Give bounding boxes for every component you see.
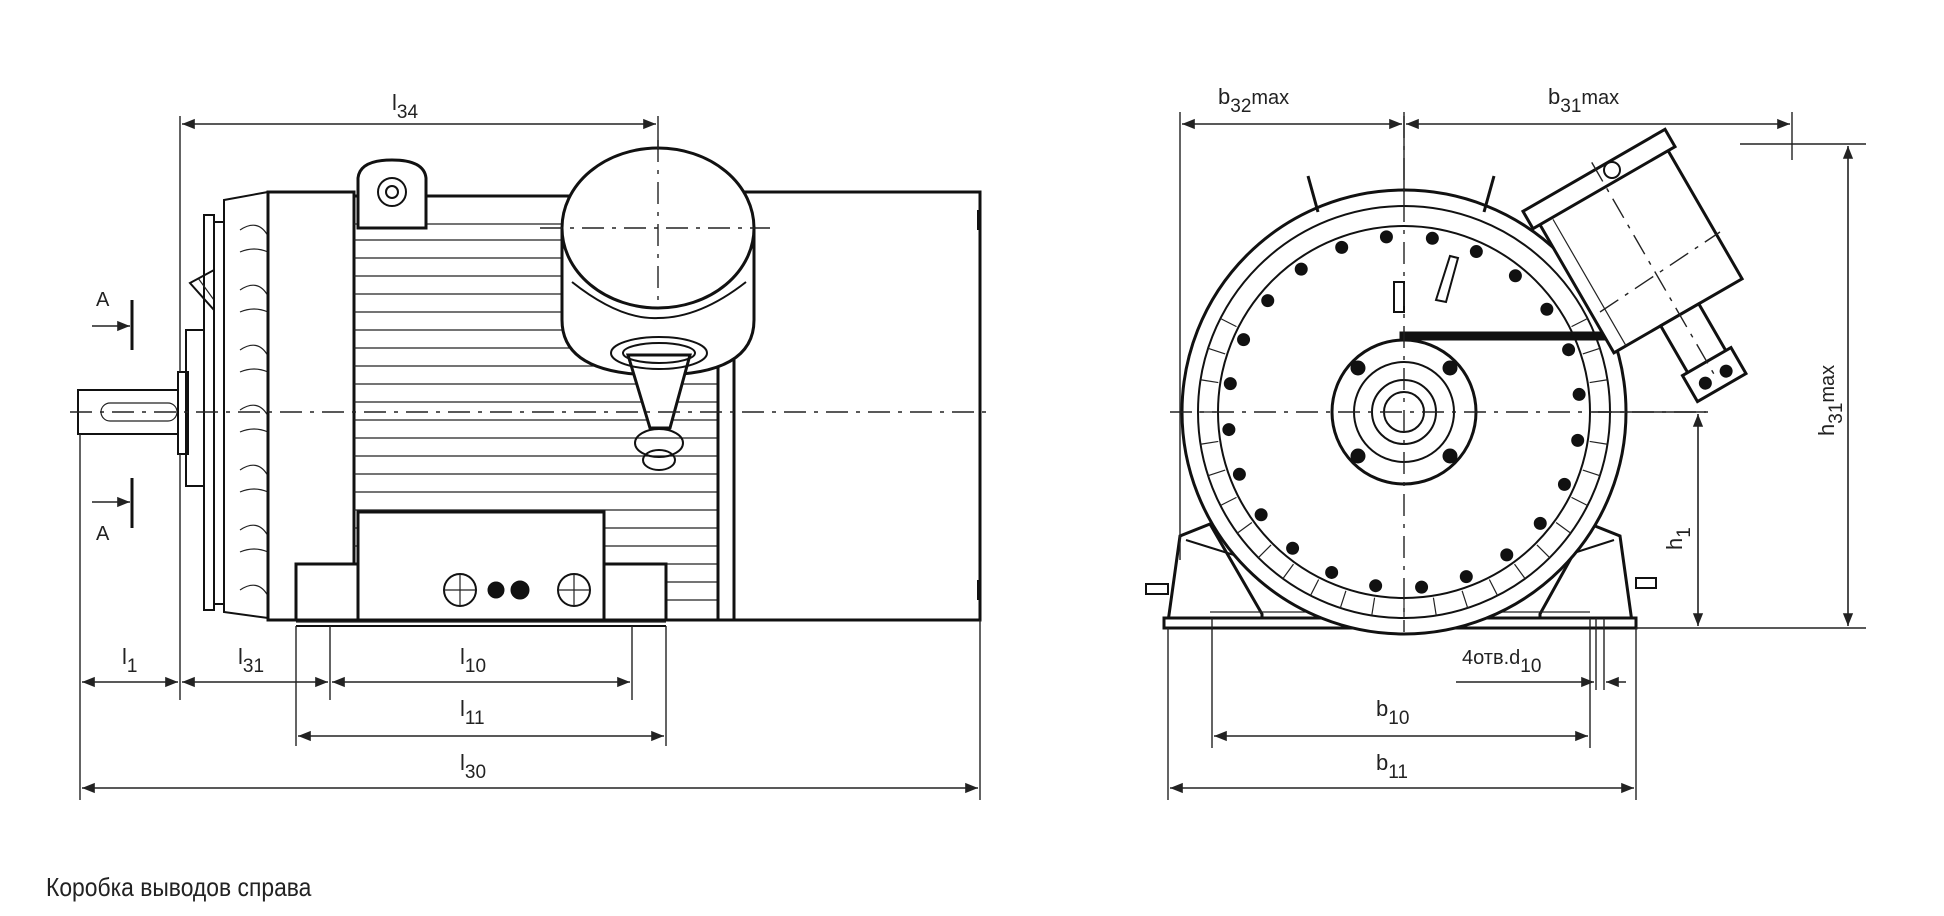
frame-bolt	[1223, 377, 1237, 391]
label-h1: h1	[1662, 527, 1695, 550]
section-a-bottom-label: A	[96, 523, 110, 545]
frame-fin	[1536, 544, 1551, 559]
rear-housing	[732, 190, 982, 622]
frame-bolt	[1469, 245, 1483, 259]
frame-fin	[1589, 379, 1608, 384]
label-b31: b31max	[1548, 84, 1619, 117]
frame-bolt	[1286, 541, 1300, 555]
frame-bolt	[1379, 230, 1393, 244]
lifting-eye	[356, 158, 428, 230]
frame-bolt	[1540, 302, 1554, 316]
label-l10: l10	[460, 644, 486, 677]
frame-fin	[1571, 496, 1588, 507]
frame-fin	[1220, 317, 1237, 328]
frame-bolt	[1294, 262, 1308, 276]
label-d10: 4отв.d10	[1462, 647, 1541, 677]
frame-fin	[1309, 579, 1320, 596]
label-l1: l1	[122, 644, 137, 677]
frame-bolt	[1459, 570, 1473, 584]
frame-bolt	[1232, 467, 1246, 481]
frame-fin	[1461, 590, 1469, 609]
frame-bolt	[1415, 580, 1429, 594]
frame-bolt	[1237, 333, 1251, 347]
label-h31: h31max	[1814, 365, 1847, 436]
frame-fin	[1589, 440, 1608, 445]
label-l34: l34	[392, 90, 418, 123]
frame-fin	[1207, 469, 1226, 477]
frame-fin	[1220, 496, 1237, 507]
section-a-top-label: A	[96, 289, 110, 311]
frame-fin	[1488, 579, 1499, 596]
frame-fin	[1582, 347, 1601, 355]
frame-bolt	[1369, 579, 1383, 593]
frame-bolt	[1508, 269, 1522, 283]
label-l11: l11	[460, 696, 485, 729]
frame-fin	[1200, 379, 1219, 384]
frame-bolt	[1325, 565, 1339, 579]
label-l30: l30	[460, 750, 486, 783]
frame-fin	[1571, 317, 1588, 328]
frame-fin	[1257, 544, 1272, 559]
caption: Коробка выводов справа	[46, 872, 312, 902]
frame-fin	[1555, 522, 1572, 534]
terminal-box-side	[560, 146, 756, 471]
frame-bolt	[1562, 343, 1576, 357]
frame-fin	[1432, 597, 1437, 616]
frame-fin	[1371, 597, 1376, 616]
frame-bolt	[1572, 387, 1586, 401]
front-view: b32max b31max h31max h1 4отв.d10 b10 b11	[1145, 84, 1866, 800]
frame-fin	[1339, 590, 1347, 609]
label-b32: b32max	[1218, 84, 1289, 117]
frame-fin	[1236, 522, 1253, 534]
frame-bolt	[1533, 516, 1547, 530]
side-view: A A l34 l1 l31 l10 l11 l30	[70, 90, 990, 800]
label-b11: b11	[1376, 750, 1408, 783]
frame-bolt	[1254, 508, 1268, 522]
frame-fin	[1282, 563, 1294, 580]
frame-fin	[1514, 563, 1526, 580]
frame-bolt	[1425, 231, 1439, 245]
frame-bolt	[1500, 548, 1514, 562]
frame-bolt	[1335, 240, 1349, 254]
frame-fin	[1207, 347, 1226, 355]
frame-bolt	[1557, 477, 1571, 491]
frame-bolt	[1571, 433, 1585, 447]
terminal-box-front	[1520, 127, 1749, 404]
label-l31: l31	[238, 644, 264, 677]
frame-bolt	[1222, 423, 1236, 437]
label-b10: b10	[1376, 696, 1409, 729]
frame-bolt	[1261, 294, 1275, 308]
frame-fin	[1200, 440, 1219, 445]
frame-fin	[1582, 469, 1601, 477]
